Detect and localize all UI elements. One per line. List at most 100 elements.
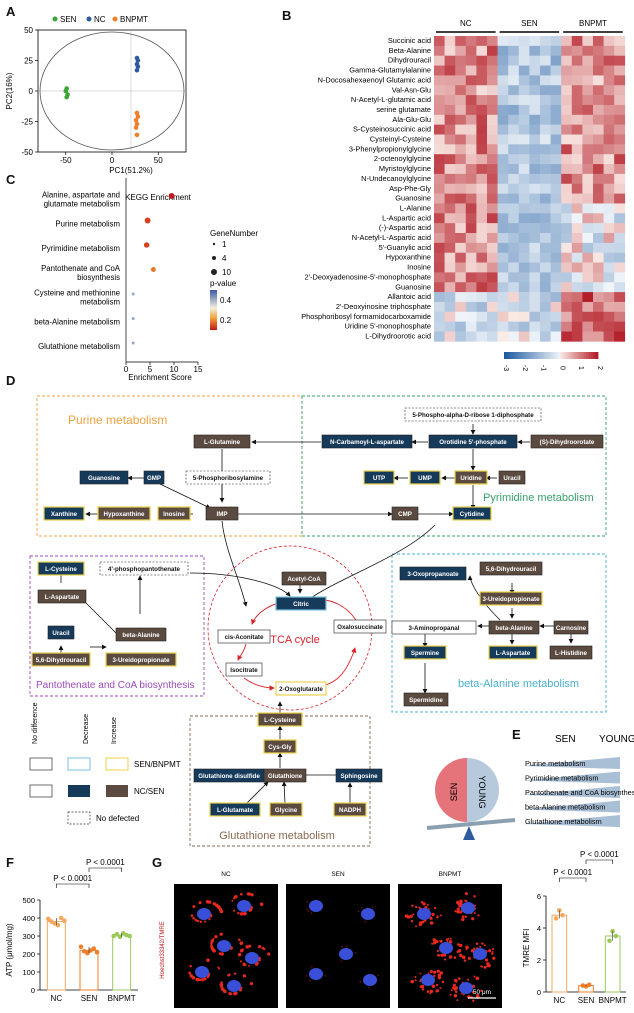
pca-point-nc [135, 58, 141, 63]
atp-ylabel: ATP (μmol/mg) [5, 923, 14, 977]
region-title-tca: TCA cycle [270, 634, 320, 646]
heatmap-cell [561, 272, 573, 283]
heatmap-cell [582, 164, 594, 175]
heatmap-cell [561, 213, 573, 224]
heatmap-cell [497, 223, 509, 234]
node-box-uridine [454, 470, 488, 485]
atp-dot [58, 915, 64, 921]
heatmap-cell [540, 144, 551, 155]
region-title-pyrimidine: Pyrimidine metabolism [483, 492, 594, 504]
nucleus [237, 900, 251, 912]
mitochondria-signal [431, 984, 436, 988]
mitochondria-signal [462, 993, 465, 996]
legend-increase: Increase [111, 717, 118, 744]
heatmap-cell [614, 95, 626, 106]
heatmap-row-label: S-Cysteinosuccinic acid [353, 125, 431, 134]
heatmap-cell [582, 262, 594, 273]
panel-label-a: A [6, 4, 16, 19]
mitochondria-signal [433, 970, 437, 974]
heatmap-cell [455, 104, 467, 116]
mitochondria-signal [480, 989, 483, 993]
heatmap-cell [571, 164, 583, 175]
heatmap-cell [593, 85, 604, 96]
node-box-carnosine [553, 620, 589, 635]
atp-pvalue: P < 0.0001 [53, 874, 92, 883]
heatmap-cell [508, 173, 520, 185]
heatmap-cell [444, 36, 456, 47]
mitochondria-signal [235, 991, 238, 995]
node-label-lcysteine-bottom: L-Cysteine [264, 717, 296, 724]
legend-sen: SEN [60, 15, 77, 24]
heatmap-scale-segment [529, 352, 533, 359]
heatmap-cell [550, 65, 562, 76]
mitochondria-signal [250, 893, 254, 897]
heatmap-scale-segment [586, 352, 589, 359]
tmre-bar [551, 914, 568, 993]
heatmap-cell [497, 282, 509, 293]
node-box-betaalanine-left [115, 627, 167, 642]
mitochondria-signal [412, 913, 415, 916]
panel-label-c: C [6, 172, 16, 187]
heatmap-cell [603, 301, 615, 313]
heatmap-cell [614, 154, 626, 165]
node-box-nadph [333, 802, 367, 817]
mitochondria-signal [196, 919, 200, 923]
heatmap-cell [455, 282, 467, 293]
heatmap-cell [571, 311, 583, 322]
heatmap-cell [593, 154, 604, 165]
heatmap-cell [561, 301, 573, 313]
heatmap-cell [487, 242, 498, 253]
heatmap-cell [444, 95, 456, 106]
heatmap-cell [571, 134, 583, 145]
heatmap-cell [561, 311, 573, 322]
node-label-aminopropanal: 3-Aminopropanal [409, 625, 460, 632]
mitochondria-signal [309, 979, 311, 982]
heatmap-cell [444, 311, 456, 322]
kegg-legend-color-title: p-value [210, 279, 237, 288]
mitochondria-signal [242, 962, 246, 966]
heatmap-cell [529, 114, 541, 125]
nucleus [417, 908, 431, 920]
mitochondria-signal [455, 990, 458, 994]
pca-xtick-label: -50 [60, 156, 72, 165]
legend-swatch-nodiff-1 [29, 757, 53, 771]
heatmap-scale-tick: -1 [540, 365, 547, 371]
heatmap-cell [518, 311, 530, 322]
nucleus [217, 940, 231, 952]
mitochondria-signal [377, 974, 380, 977]
kegg-xtick-label: 15 [194, 365, 203, 374]
mitochondria-signal [429, 992, 432, 995]
heatmap-cell [497, 242, 509, 253]
mitochondria-signal [311, 966, 313, 968]
heatmap-cell [561, 124, 573, 135]
heatmap-cell [455, 292, 467, 303]
mitochondria-signal [203, 977, 207, 981]
mitochondria-signal [456, 907, 460, 911]
heatmap-cell [582, 203, 594, 214]
node-label-prpp: 5-Phospho-alpha-D-ribose 1-diphosphate [412, 412, 534, 419]
mitochondria-signal [480, 965, 484, 968]
atp-xtick-label: NC [51, 994, 63, 1003]
heatmap-cell [444, 65, 456, 76]
heatmap-cell [465, 252, 477, 263]
heatmap-cell [582, 36, 594, 47]
heatmap-cell [561, 144, 573, 155]
node-box-lcysteine-left [37, 561, 85, 576]
heatmap-scale-segment [593, 352, 597, 359]
heatmap-cell [561, 203, 573, 214]
node-box-citric [275, 596, 327, 611]
heatmap-cell [593, 104, 604, 116]
atp-dot [55, 922, 61, 928]
heatmap-cell [561, 164, 573, 175]
mitochondria-signal [239, 892, 243, 896]
mitochondria-signal [481, 942, 484, 945]
heatmap-cell [603, 154, 615, 165]
heatmap-cell [529, 272, 541, 283]
heatmap-cell [508, 55, 520, 66]
heatmap-cell [582, 311, 594, 322]
heatmap-cell [593, 36, 604, 47]
microscopy-image-sen [286, 884, 390, 1008]
node-label-gmp: GMP [147, 475, 161, 482]
